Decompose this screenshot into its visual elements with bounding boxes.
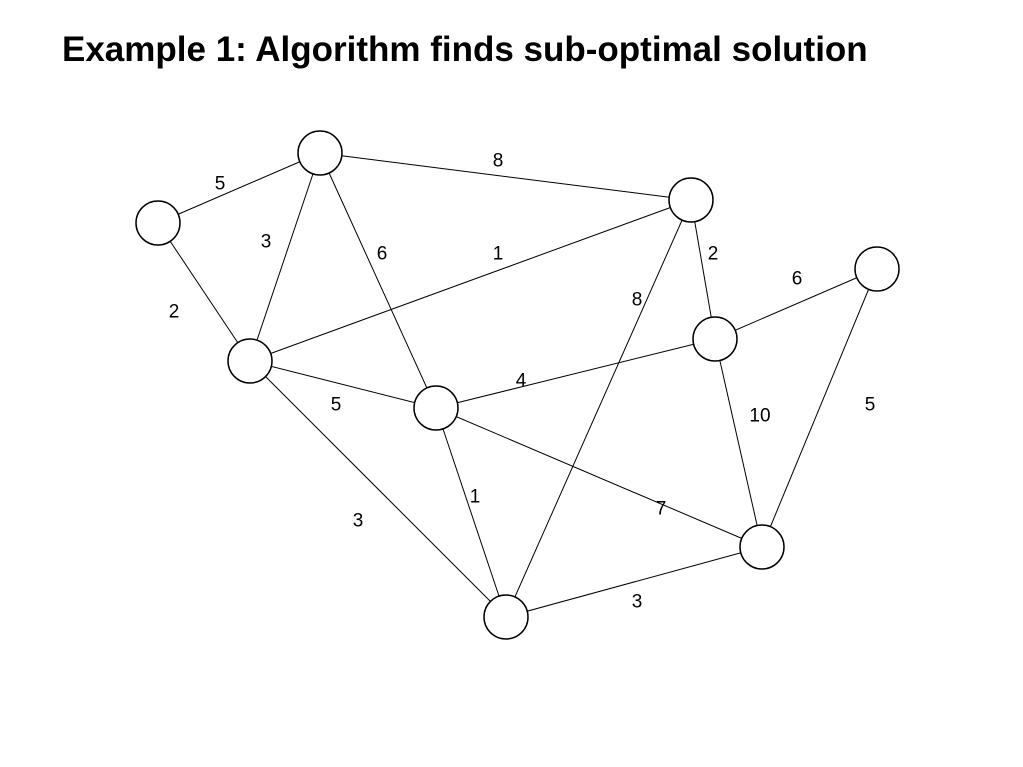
edge-weight-label: 5 [215,174,226,195]
edge-0-2 [157,222,251,362]
edge-weight-label: 6 [377,244,388,265]
graph-node-0 [135,200,181,246]
edge-weight-label: 3 [261,232,272,253]
edge-1-4 [319,152,692,201]
graph-node-1 [297,130,343,176]
slide-title: Example 1: Algorithm finds sub-optimal s… [62,30,868,69]
edge-2-7 [249,360,507,618]
edge-weight-label: 3 [353,511,364,532]
edge-weight-labels: 5 2 3 6 8 1 5 3 2 8 6 4 10 5 1 7 3 [169,151,876,613]
edge-weight-label: 6 [792,269,803,290]
edge-weight-label: 5 [865,395,876,416]
edge-3-5 [435,338,716,409]
edge-3-8 [435,407,763,548]
edge-1-3 [319,152,437,409]
edge-4-5 [690,199,716,340]
edge-7-8 [505,546,763,618]
edge-2-4 [249,199,692,362]
edge-5-8 [714,338,763,548]
edge-weight-label: 2 [169,302,180,323]
edge-weight-label: 10 [749,406,770,427]
edge-1-2 [249,152,321,362]
edge-weight-label: 2 [708,244,719,265]
graph-node-7 [483,594,529,640]
edge-weight-label: 5 [331,395,342,416]
nodes-layer [135,130,900,640]
edge-6-8 [761,268,878,548]
edge-weight-label: 7 [656,499,667,520]
graph-node-3 [413,385,459,431]
edge-weight-label: 1 [470,487,481,508]
graph-node-8 [739,524,785,570]
edge-weight-label: 1 [493,244,504,265]
edges-layer [157,152,878,618]
graph-node-5 [692,316,738,362]
edge-4-7 [505,199,692,618]
edge-weight-label: 8 [493,151,504,172]
edge-0-1 [157,152,321,224]
graph-node-2 [227,338,273,384]
edge-3-7 [435,407,507,618]
edge-weight-label: 3 [632,592,643,613]
graph-node-4 [668,177,714,223]
edge-5-6 [714,268,878,340]
graph-node-6 [854,246,900,292]
edge-weight-label: 4 [516,371,527,392]
edge-weight-label: 8 [632,290,643,311]
edge-2-3 [249,360,437,409]
